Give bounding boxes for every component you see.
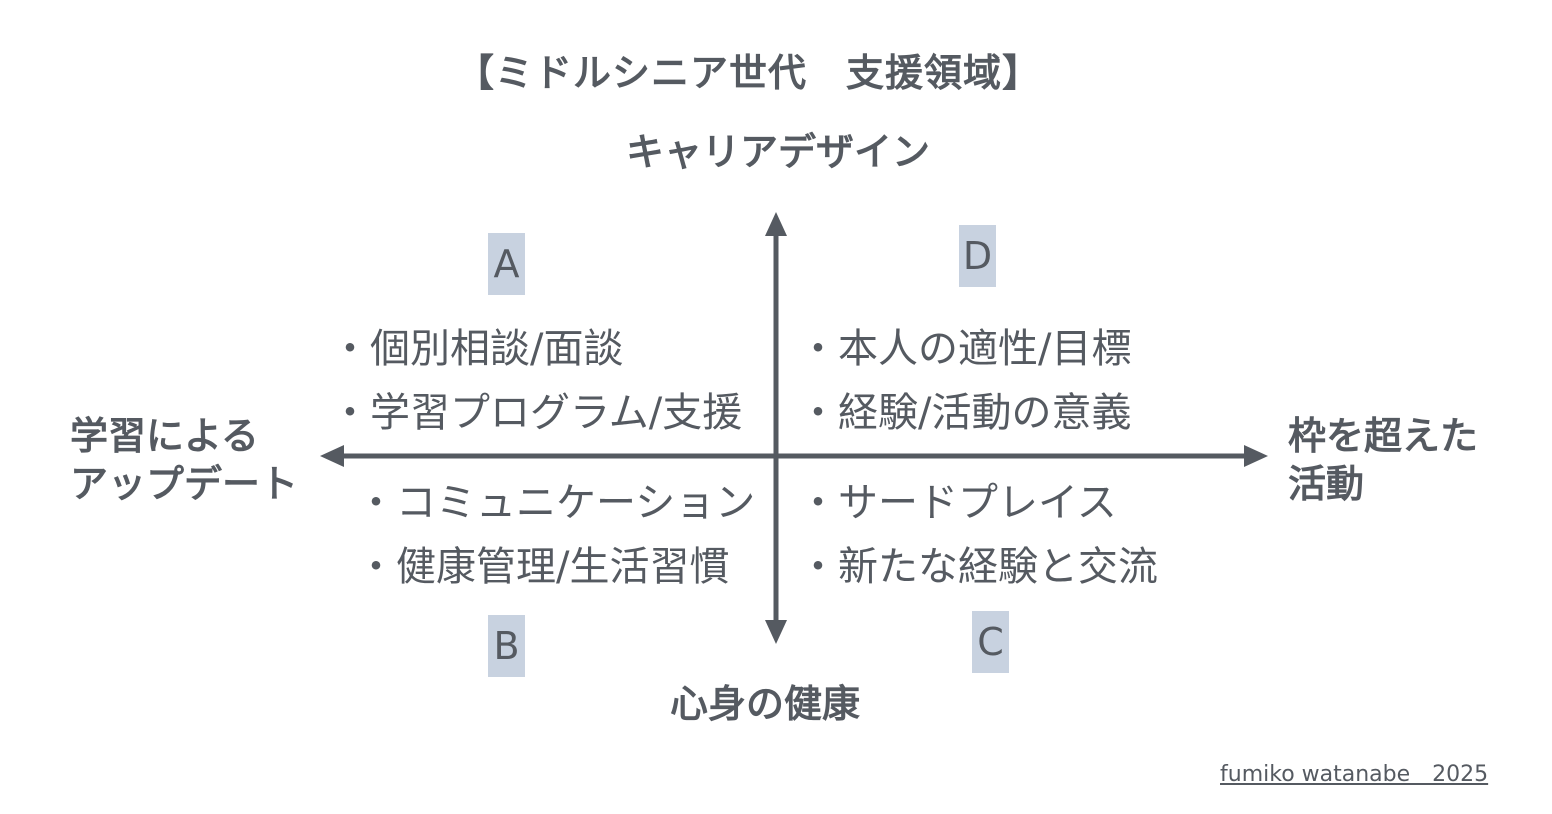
list-item: ・健康管理/生活習慣 (356, 544, 730, 590)
list-item: ・経験/活動の意義 (798, 390, 1132, 436)
arrow-up-icon (765, 212, 787, 236)
quadrant-c-badge: C (972, 611, 1009, 673)
list-item: ・新たな経験と交流 (798, 544, 1158, 590)
quadrant-a-badge: A (488, 233, 525, 295)
axis-label-right: 枠を超えた 活動 (1288, 412, 1478, 508)
diagram-title: 【ミドルシニア世代 支援領域】 (456, 51, 1042, 95)
quadrant-b-list: ・コミュニケーション ・健康管理/生活習慣 (356, 476, 755, 604)
axis-label-right-line-2: 活動 (1288, 462, 1365, 506)
arrow-left-icon (320, 445, 344, 467)
axis-label-left-line-2: アップデート (70, 462, 299, 506)
author-credit: fumiko watanabe 2025 (1220, 762, 1489, 787)
list-item: ・個別相談/面談 (330, 326, 624, 372)
quadrant-b-badge: B (488, 615, 525, 677)
list-item: ・学習プログラム/支援 (330, 390, 743, 436)
axis-label-top: キャリアデザイン (626, 130, 931, 174)
quadrant-d-list: ・本人の適性/目標 ・経験/活動の意義 (798, 322, 1131, 450)
axis-label-bottom: 心身の健康 (670, 682, 861, 726)
quadrant-a-list: ・個別相談/面談 ・学習プログラム/支援 (330, 322, 742, 450)
arrow-down-icon (765, 620, 787, 644)
list-item: ・本人の適性/目標 (798, 326, 1132, 372)
list-item: ・サードプレイス (798, 480, 1117, 526)
list-item: ・コミュニケーション (356, 480, 756, 526)
quadrant-d-badge: D (959, 225, 996, 287)
axis-label-left-line-1: 学習による (70, 414, 259, 458)
axis-label-right-line-1: 枠を超えた (1288, 414, 1479, 458)
axis-label-left: 学習による アップデート (70, 412, 298, 508)
quadrant-c-list: ・サードプレイス ・新たな経験と交流 (798, 476, 1158, 604)
arrow-right-icon (1244, 445, 1268, 467)
